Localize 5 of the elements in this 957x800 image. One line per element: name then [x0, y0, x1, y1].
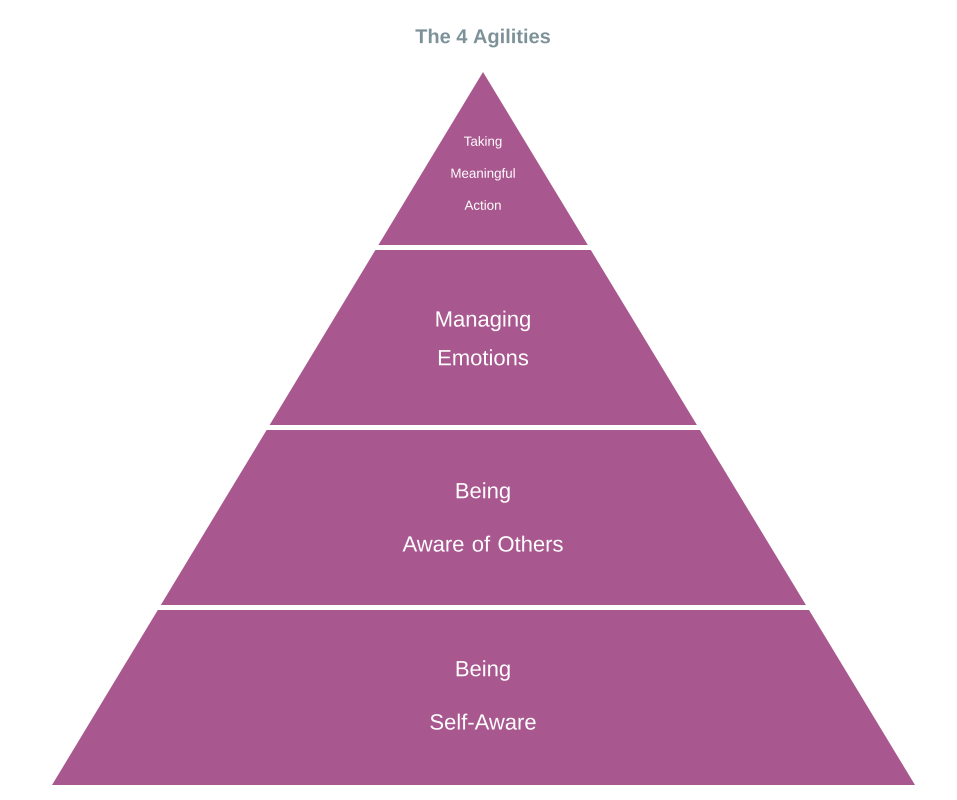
pyramid-level: Being Self-Aware	[52, 610, 915, 785]
pyramid-level: Managing Emotions	[270, 250, 697, 425]
pyramid-level: Taking Meaningful Action	[378, 72, 588, 245]
pyramid-level: Being Aware of Others	[160, 430, 806, 605]
title: The 4 Agilities	[415, 28, 550, 48]
